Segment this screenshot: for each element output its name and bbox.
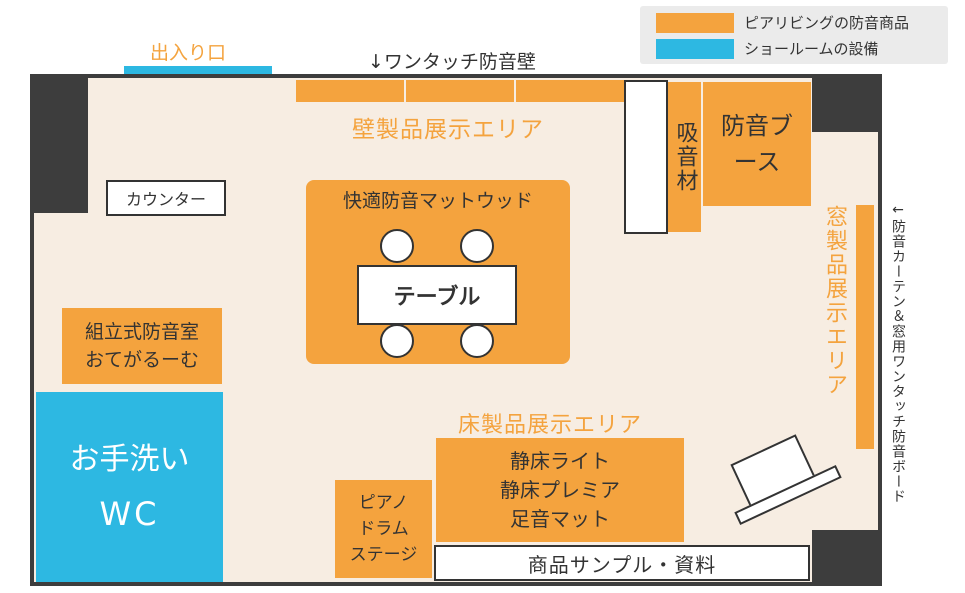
restroom: お手洗い WC bbox=[36, 392, 223, 582]
soundproof-booth: 防音ブース bbox=[703, 82, 811, 206]
booth-label: 防音ブース bbox=[721, 112, 793, 176]
wall-area-label: 壁製品展示エリア bbox=[352, 117, 544, 143]
counter: カウンター bbox=[106, 180, 226, 216]
legend-facility-label: ショールームの設備 bbox=[744, 40, 879, 58]
room-kit-line1: 組立式防音室 bbox=[84, 321, 199, 343]
chair-top-left bbox=[380, 229, 414, 263]
instrument-stage: ピアノ ドラム ステージ bbox=[335, 480, 432, 578]
wall-panel-1 bbox=[296, 80, 404, 102]
chair-bottom-left bbox=[380, 324, 414, 358]
floor-product-3: 足音マット bbox=[510, 506, 610, 531]
floor-product-2: 静床プレミア bbox=[500, 477, 620, 502]
one-touch-wall-label: ↓ワンタッチ防音壁 bbox=[368, 51, 536, 73]
mat-wood-label: 快適防音マットウッド bbox=[342, 190, 533, 212]
stage-line2: ドラム bbox=[358, 519, 409, 539]
legend-product-label: ピアリビングの防音商品 bbox=[744, 14, 910, 32]
room-kit-line2: おてがるーむ bbox=[84, 349, 199, 371]
entrance-label: 出入り口 bbox=[150, 42, 227, 64]
wall-corner-top-right bbox=[812, 78, 878, 132]
wall-panel-2 bbox=[406, 80, 514, 102]
window-area-label: 窓製品展示エリア bbox=[822, 205, 847, 397]
stage-line3: ステージ bbox=[349, 545, 418, 565]
floor-products: 静床ライト 静床プレミア 足音マット bbox=[436, 438, 684, 542]
floor-product-1: 静床ライト bbox=[510, 448, 610, 473]
curtain-board-label: ←防音カーテン＆窓用ワンタッチ防音ボード bbox=[890, 202, 906, 504]
sample-shelf: 商品サンプル・資料 bbox=[434, 545, 810, 581]
stage-line1: ピアノ bbox=[358, 493, 409, 513]
legend-product-swatch bbox=[656, 13, 734, 33]
chair-bottom-right bbox=[460, 324, 494, 358]
restroom-line2: WC bbox=[99, 495, 160, 533]
window-panel-strip bbox=[856, 205, 874, 449]
room-kit: 組立式防音室 おてがるーむ bbox=[62, 308, 222, 384]
absorber-panel: 吸音材 bbox=[668, 82, 701, 232]
legend-facility-swatch bbox=[656, 39, 734, 59]
wall-corner-top-left bbox=[34, 78, 88, 213]
chair-top-right bbox=[460, 229, 494, 263]
restroom-line1: お手洗い bbox=[69, 442, 190, 477]
table: テーブル bbox=[357, 265, 517, 325]
wall-panel-3 bbox=[516, 80, 624, 102]
display-column bbox=[624, 80, 668, 234]
floor-area-label: 床製品展示エリア bbox=[458, 413, 643, 438]
legend: ピアリビングの防音商品 ショールームの設備 bbox=[640, 6, 948, 64]
wall-corner-bottom-right bbox=[812, 530, 878, 582]
